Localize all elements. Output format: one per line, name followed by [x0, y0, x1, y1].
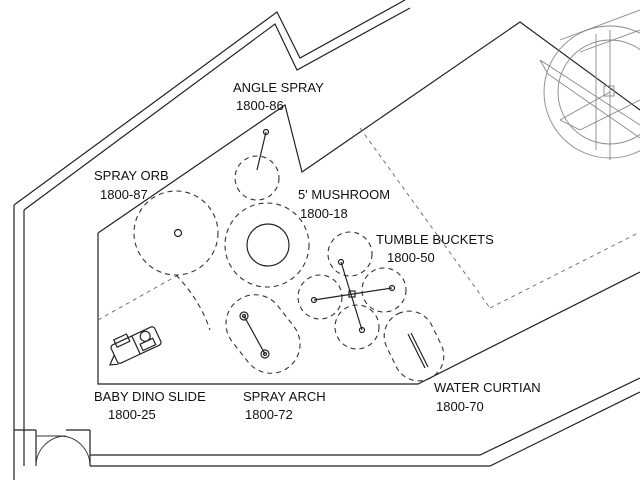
mushroom-feature — [224, 202, 310, 288]
tumble-buckets-feature — [297, 231, 407, 350]
angle-spray-label: ANGLE SPRAY — [233, 80, 324, 95]
door-opening — [14, 429, 91, 467]
outer-wall — [13, 0, 640, 480]
angle-spray-code: 1800-86 — [236, 98, 284, 113]
spray-arch-label: SPRAY ARCH — [243, 389, 326, 404]
water-curtain-label: WATER CURTIAN — [434, 380, 541, 395]
tumble-buckets-code: 1800-50 — [387, 250, 435, 265]
tumble-buckets-label: TUMBLE BUCKETS — [376, 232, 494, 247]
water-curtain-feature — [383, 310, 445, 382]
spray-arch-code: 1800-72 — [245, 407, 293, 422]
baby-dino-slide-code: 1800-25 — [108, 407, 156, 422]
spray-orb-code: 1800-87 — [100, 187, 148, 202]
spray-arch-feature — [225, 294, 301, 374]
spray-orb-label: SPRAY ORB — [94, 168, 169, 183]
spray-orb-feature — [133, 190, 219, 331]
baby-dino-slide-feature — [109, 326, 162, 366]
angle-spray-feature — [234, 128, 280, 201]
baby-dino-slide-label: BABY DINO SLIDE — [94, 389, 206, 404]
labels: ANGLE SPRAY 1800-86 SPRAY ORB 1800-87 5'… — [94, 80, 541, 422]
mushroom-label: 5' MUSHROOM — [298, 187, 390, 202]
shade-structure — [539, 9, 640, 160]
splash-pad-boundary — [97, 21, 640, 385]
water-curtain-code: 1800-70 — [436, 399, 484, 414]
mushroom-code: 1800-18 — [300, 206, 348, 221]
zone-lines — [97, 127, 640, 321]
